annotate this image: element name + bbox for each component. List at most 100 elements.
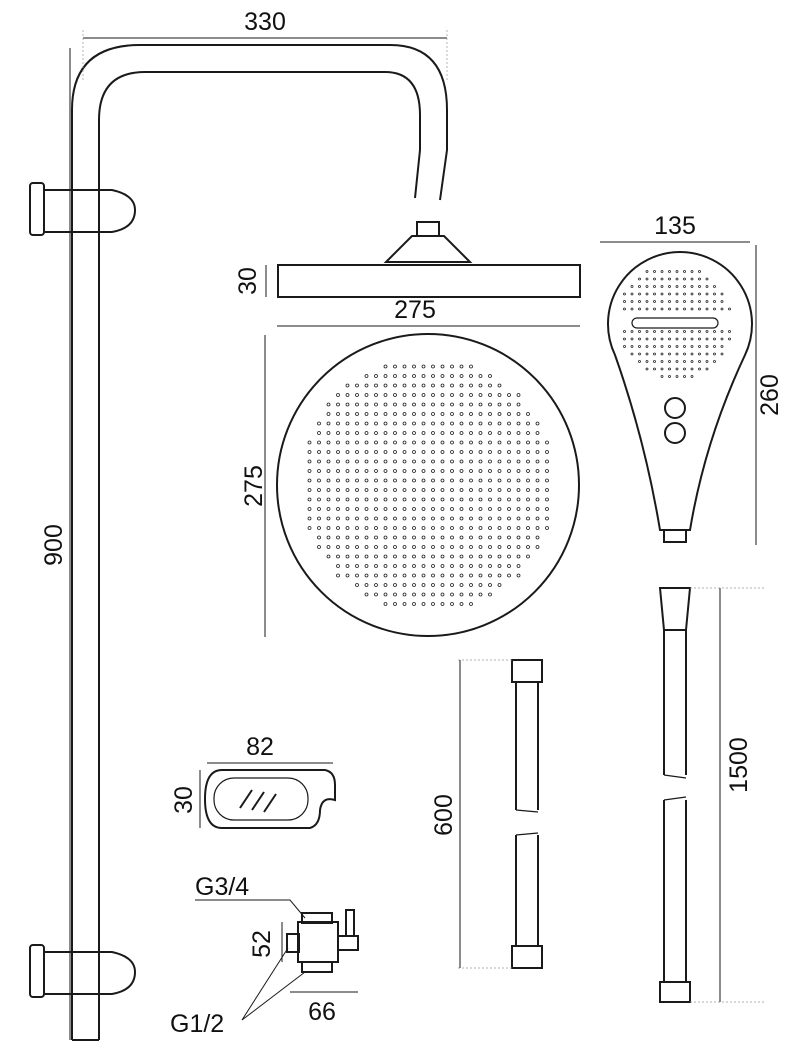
nozzle-dot: [374, 573, 378, 578]
nozzle-dot: [374, 526, 378, 530]
nozzle-dot: [497, 583, 502, 587]
nozzle-dot: [440, 374, 445, 378]
nozzle-dot: [336, 516, 340, 521]
nozzle-dot: [450, 383, 454, 388]
nozzle-dot: [364, 507, 369, 511]
nozzle-dot: [459, 545, 464, 549]
dimension-arm-width: 330: [82, 8, 448, 80]
nozzle-dot: [431, 554, 435, 559]
nozzle-dot: [488, 383, 492, 388]
nozzle-dot: [393, 526, 397, 530]
nozzle-dot: [653, 367, 656, 371]
shower-rail: [71, 44, 448, 1041]
nozzle-dot: [307, 440, 312, 445]
nozzle-dot: [383, 592, 388, 597]
nozzle-dot: [705, 277, 709, 281]
nozzle-dot: [450, 431, 454, 435]
nozzle-dot: [645, 360, 649, 363]
nozzle-dot: [623, 337, 626, 341]
rail-bracket-top: [29, 182, 137, 236]
nozzle-dot: [690, 285, 694, 288]
nozzle-dot: [638, 307, 641, 311]
nozzle-dot: [713, 285, 716, 288]
nozzle-dot: [668, 345, 671, 348]
nozzle-dot: [516, 526, 521, 530]
nozzle-dot: [383, 583, 388, 587]
nozzle-dot: [440, 526, 445, 530]
nozzle-dot: [402, 383, 407, 388]
nozzle-dot: [393, 469, 397, 473]
nozzle-dot: [630, 345, 634, 348]
nozzle-dot: [421, 431, 426, 435]
nozzle-dot: [450, 421, 454, 426]
nozzle-dot: [638, 352, 641, 356]
nozzle-dot: [623, 307, 626, 311]
nozzle-dot: [374, 431, 378, 435]
nozzle-dot: [412, 526, 416, 530]
dimension-label: 30: [170, 786, 198, 814]
nozzle-dot: [326, 526, 331, 530]
nozzle-dot: [450, 583, 454, 587]
nozzle-dot: [698, 330, 701, 333]
nozzle-dot: [450, 402, 454, 407]
nozzle-dot: [459, 421, 464, 426]
nozzle-dot: [364, 516, 369, 521]
nozzle-dot: [364, 402, 369, 407]
nozzle-dot: [431, 535, 435, 540]
nozzle-dot: [412, 364, 416, 369]
nozzle-dot: [713, 300, 716, 303]
nozzle-dot: [683, 352, 686, 356]
nozzle-dot: [683, 307, 686, 311]
nozzle-dot: [421, 516, 426, 521]
nozzle-dot: [683, 360, 686, 363]
nozzle-dot: [507, 393, 511, 397]
nozzle-dot: [488, 554, 492, 559]
nozzle-dot: [545, 488, 549, 492]
nozzle-dot: [469, 564, 473, 568]
nozzle-dot: [690, 345, 694, 348]
nozzle-dot: [393, 478, 397, 483]
nozzle-dot: [478, 440, 483, 445]
nozzle-dot: [459, 526, 464, 530]
nozzle-dot: [402, 516, 407, 521]
nozzle-dot: [402, 507, 407, 511]
nozzle-dot: [326, 431, 331, 435]
nozzle-dot: [355, 564, 359, 568]
nozzle-dot: [705, 367, 709, 371]
nozzle-dot: [393, 431, 397, 435]
nozzle-dot: [660, 345, 664, 348]
nozzle-dot: [421, 421, 426, 426]
nozzle-dot: [459, 602, 464, 606]
nozzle-dot: [497, 459, 502, 464]
dimension-label: 900: [40, 524, 68, 566]
nozzle-dot: [345, 393, 350, 397]
nozzle-dot: [383, 602, 388, 606]
nozzle-dot: [497, 535, 502, 540]
nozzle-dot: [440, 535, 445, 540]
nozzle-dot: [478, 488, 483, 492]
nozzle-dot: [450, 564, 454, 568]
nozzle-dot: [336, 526, 340, 530]
nozzle-dot: [705, 360, 709, 363]
nozzle-dot: [421, 602, 426, 606]
nozzle-dot: [364, 374, 369, 378]
nozzle-dot: [364, 583, 369, 587]
nozzle-dot: [374, 554, 378, 559]
nozzle-dot: [507, 469, 511, 473]
nozzle-dot: [713, 307, 716, 311]
nozzle-dot: [364, 421, 369, 426]
nozzle-dot: [516, 412, 521, 416]
nozzle-dot: [535, 488, 540, 492]
nozzle-dot: [478, 583, 483, 587]
nozzle-dot: [345, 383, 350, 388]
nozzle-dot: [450, 535, 454, 540]
nozzle-dot: [450, 507, 454, 511]
nozzle-dot: [440, 488, 445, 492]
nozzle-dot: [507, 497, 511, 502]
nozzle-dot: [393, 592, 397, 597]
nozzle-dot: [497, 573, 502, 578]
nozzle-dot: [431, 450, 435, 454]
nozzle-dot: [545, 526, 549, 530]
nozzle-dot: [450, 516, 454, 521]
nozzle-dot: [440, 602, 445, 606]
